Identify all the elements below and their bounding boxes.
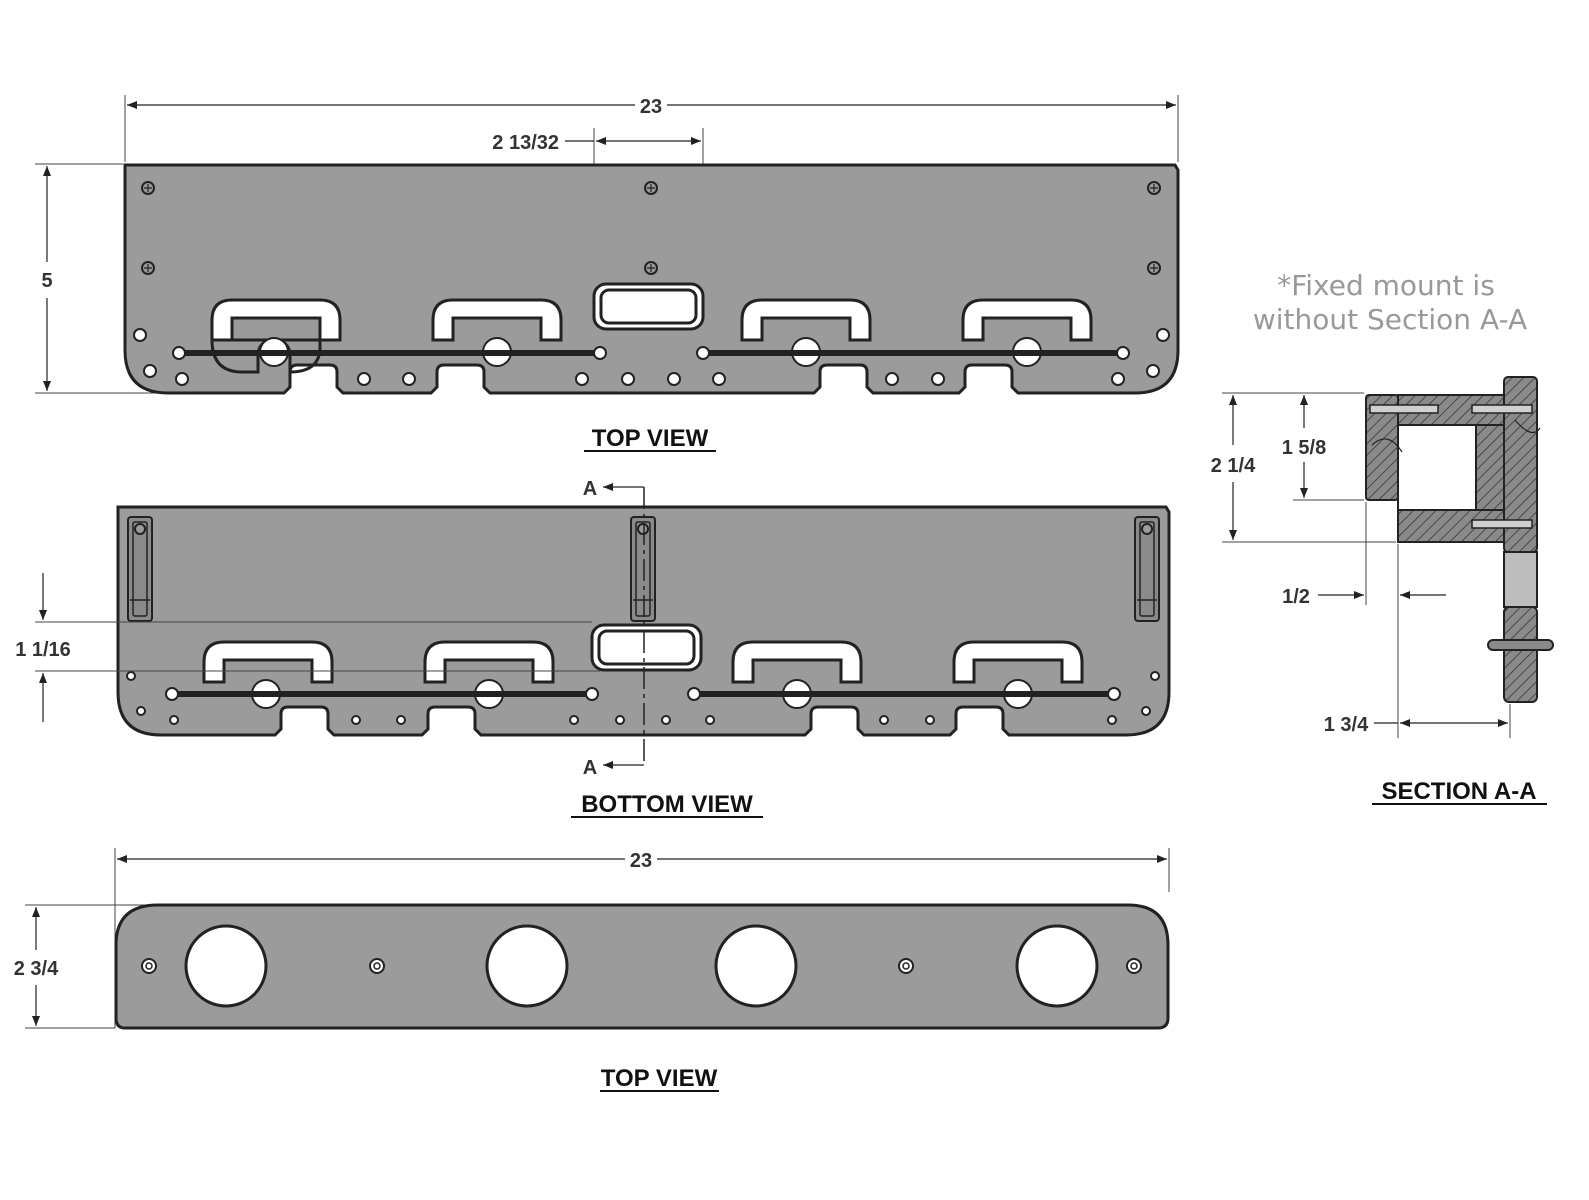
section-mark-bottom: A bbox=[583, 757, 597, 779]
bottom-view-brackets bbox=[127, 516, 1160, 622]
fixed-mount-note: *Fixed mount is without Section A-A bbox=[1253, 269, 1527, 336]
section-a-a: 2 1/4 1 5/8 1/2 1 3/4 SECTION A-A bbox=[1211, 376, 1554, 805]
top-view-2-bore-2 bbox=[485, 924, 569, 1008]
top-view-2-height-dim: 2 3/4 bbox=[14, 958, 59, 980]
top-view-1-title: TOP VIEW bbox=[592, 425, 709, 452]
note-line-2: without Section A-A bbox=[1253, 303, 1527, 336]
bottom-view: A A 1 1/16 BOTTOM VIEW bbox=[15, 478, 1171, 818]
note-line-1: *Fixed mount is bbox=[1277, 269, 1495, 302]
bottom-view-offset-dim: 1 1/16 bbox=[15, 639, 71, 661]
top-view-1-plate bbox=[123, 163, 1180, 395]
bottom-view-title: BOTTOM VIEW bbox=[581, 791, 753, 818]
top-view-1: 23 2 13/32 5 bbox=[35, 95, 1180, 452]
top-view-2-plate bbox=[114, 903, 1170, 1030]
section-dim-inner: 1 5/8 bbox=[1282, 437, 1326, 459]
top-view-2-bore-1 bbox=[184, 924, 268, 1008]
top-view-2-width-dim: 23 bbox=[630, 850, 652, 872]
top-view-1-width-dim: 23 bbox=[640, 96, 662, 118]
section-dim-thickness: 1/2 bbox=[1282, 586, 1310, 608]
top-view-1-cutout-1 bbox=[210, 298, 342, 342]
section-mark-top: A bbox=[583, 478, 597, 500]
top-view-2-bore-3 bbox=[714, 924, 798, 1008]
section-dim-overall: 2 1/4 bbox=[1211, 455, 1256, 477]
top-view-1-holes bbox=[133, 328, 1170, 386]
top-view-1-slot-dim: 2 13/32 bbox=[492, 132, 559, 154]
section-title: SECTION A-A bbox=[1381, 778, 1536, 805]
section-dim-depth: 1 3/4 bbox=[1324, 714, 1369, 736]
top-view-1-height-dim: 5 bbox=[41, 270, 52, 292]
top-view-2-title: TOP VIEW bbox=[601, 1065, 718, 1092]
top-view-2-bore-4 bbox=[1015, 924, 1099, 1008]
top-view-2: 23 2 3/4 TOP VIEW bbox=[14, 848, 1170, 1092]
top-view-1-screws bbox=[141, 181, 1161, 275]
